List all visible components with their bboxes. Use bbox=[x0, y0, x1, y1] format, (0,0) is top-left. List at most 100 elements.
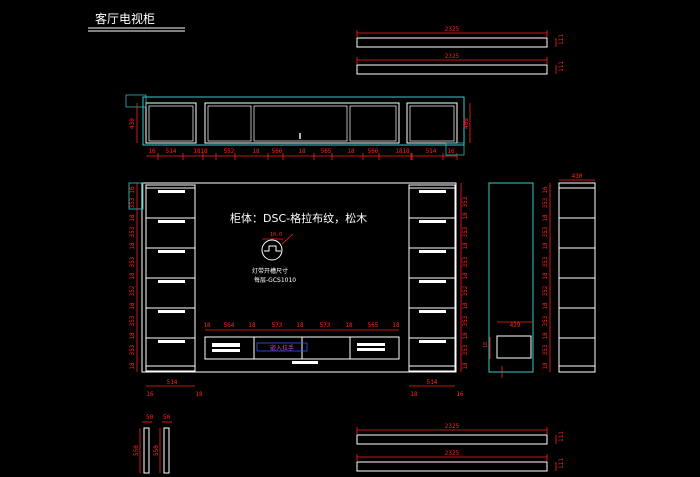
side-col-dim: 18 bbox=[542, 242, 549, 250]
upper-dim-label: 18 bbox=[395, 148, 403, 155]
right-col-dim: 18 bbox=[462, 212, 469, 220]
left-col-dim: 18 bbox=[129, 332, 136, 340]
piece-h1: 550 bbox=[133, 445, 140, 456]
right-col-dim: 18 bbox=[462, 302, 469, 310]
base-row-dim: 564 bbox=[224, 322, 235, 329]
base-right-small2: 16 bbox=[456, 391, 464, 398]
bottom-strip-1-length: 2325 bbox=[445, 423, 460, 430]
left-col-dim: 353 bbox=[129, 344, 136, 355]
side-col-dim: 18 bbox=[542, 214, 549, 222]
right-col-dim: 18 bbox=[462, 242, 469, 250]
side-col-dim: 18 bbox=[542, 362, 549, 370]
upper-dim-label: 514 bbox=[166, 148, 177, 155]
upper-dim-label: 565 bbox=[321, 148, 332, 155]
top-strip-1: 2325 111 bbox=[356, 26, 565, 48]
drawer-handle-left bbox=[158, 280, 185, 283]
drawer-handle-right bbox=[419, 340, 446, 343]
upper-dim-label: 16 bbox=[148, 148, 156, 155]
upper-dim-label: 18 bbox=[252, 148, 260, 155]
upper-dim-label: 18 bbox=[200, 148, 208, 155]
upper-height-left: 430 bbox=[129, 118, 136, 129]
side-top-width: 430 bbox=[572, 173, 583, 180]
top-strip-2: 2325 111 bbox=[356, 53, 565, 75]
side-col-dim: 353 bbox=[542, 344, 549, 355]
base-left-small: 16 bbox=[146, 391, 154, 398]
right-col-dim: 18 bbox=[462, 272, 469, 280]
shelf-group bbox=[146, 187, 455, 367]
top-strip-2-height: 111 bbox=[558, 61, 565, 72]
piece-w2: 50 bbox=[163, 414, 171, 421]
upper-height-right: 400 bbox=[463, 118, 470, 129]
piece-w1: 50 bbox=[146, 414, 154, 421]
base-right-small: 18 bbox=[410, 391, 418, 398]
base-row-dim: 18 bbox=[296, 322, 304, 329]
side-col-dim: 353 bbox=[542, 197, 549, 208]
drawer-handle-left bbox=[158, 310, 185, 313]
lamp-hole-label-1: 灯带开槽尺寸 bbox=[252, 267, 288, 275]
lamp-hole-detail: 10.0 灯带开槽尺寸 每层-GCS1010 bbox=[252, 232, 296, 284]
left-col-dim: 18 bbox=[129, 302, 136, 310]
drawer-handle-label: 嵌入拉手 bbox=[270, 344, 294, 352]
upper-dim-label: 18 bbox=[193, 148, 201, 155]
right-col-dim: 353 bbox=[462, 226, 469, 237]
right-col-dim: 352 bbox=[462, 285, 469, 296]
material-note: 柜体：DSC-格拉布纹，松木 bbox=[230, 211, 367, 225]
left-col-dim: 16 bbox=[129, 186, 136, 194]
upper-cabinet: 430 400 bbox=[125, 94, 471, 157]
upper-dim-label: 16 bbox=[447, 148, 455, 155]
side-col-dim: 18 bbox=[542, 272, 549, 280]
drawer-handle-left bbox=[158, 220, 185, 223]
side-small: 18 bbox=[483, 342, 489, 348]
upper-dim-label: 18 bbox=[298, 148, 306, 155]
side-col-dim: 353 bbox=[542, 315, 549, 326]
vertical-panel-pieces: 50 50 550 550 bbox=[133, 414, 172, 474]
left-col-dim: 18 bbox=[129, 362, 136, 370]
top-strip-1-height: 111 bbox=[558, 34, 565, 45]
drawer-handle-right bbox=[419, 280, 446, 283]
right-col-dim: 353 bbox=[462, 315, 469, 326]
drawer-handle-right bbox=[419, 310, 446, 313]
left-col-dim: 353 bbox=[129, 197, 136, 208]
base-row-dim: 18 bbox=[248, 322, 256, 329]
base-right-width: 514 bbox=[427, 379, 438, 386]
bottom-strip-1-height: 111 bbox=[558, 431, 565, 442]
base-left-small2: 18 bbox=[195, 391, 203, 398]
right-col-dim: 353 bbox=[462, 256, 469, 267]
left-col-dim: 18 bbox=[129, 242, 136, 250]
right-col-dim: 353 bbox=[462, 196, 469, 207]
drawer-handle-left bbox=[158, 190, 185, 193]
main-dimension-group: 16 353 18 353 18 353 18 352 18 353 18 353 18 353 18 353… bbox=[129, 183, 469, 398]
left-col-dim: 353 bbox=[129, 256, 136, 267]
upper-dim-label: 18 bbox=[402, 148, 410, 155]
upper-dim-label: 552 bbox=[224, 148, 235, 155]
upper-dim-label: 514 bbox=[426, 148, 437, 155]
top-strip-1-length: 2325 bbox=[445, 26, 460, 33]
base-row-dim: 565 bbox=[368, 322, 379, 329]
right-col-dim: 18 bbox=[462, 332, 469, 340]
top-strip-2-length: 2325 bbox=[445, 53, 460, 60]
drawer-handle-right bbox=[419, 190, 446, 193]
lamp-hole-label-2: 每层-GCS1010 bbox=[254, 276, 296, 284]
side-shelving: 430 bbox=[558, 173, 596, 373]
left-col-dim: 353 bbox=[129, 226, 136, 237]
base-row-dim: 18 bbox=[345, 322, 353, 329]
side-col-dim: 353 bbox=[542, 226, 549, 237]
left-col-dim: 352 bbox=[129, 285, 136, 296]
base-row-dim: 18 bbox=[203, 322, 211, 329]
side-depth: 429 bbox=[510, 322, 521, 329]
side-col-dim: 352 bbox=[542, 285, 549, 296]
upper-dim-label: 566 bbox=[272, 148, 283, 155]
upper-dim-label: 18 bbox=[347, 148, 355, 155]
left-col-dim: 18 bbox=[129, 214, 136, 222]
lamp-hole-dim: 10.0 bbox=[270, 232, 282, 238]
side-elevation: 429 18 bbox=[483, 182, 534, 378]
side-col-dim: 353 bbox=[542, 256, 549, 267]
left-col-dim: 18 bbox=[129, 272, 136, 280]
piece-h2: 550 bbox=[153, 445, 160, 456]
side-col-dim: 18 bbox=[542, 332, 549, 340]
base-row-dim: 573 bbox=[320, 322, 331, 329]
